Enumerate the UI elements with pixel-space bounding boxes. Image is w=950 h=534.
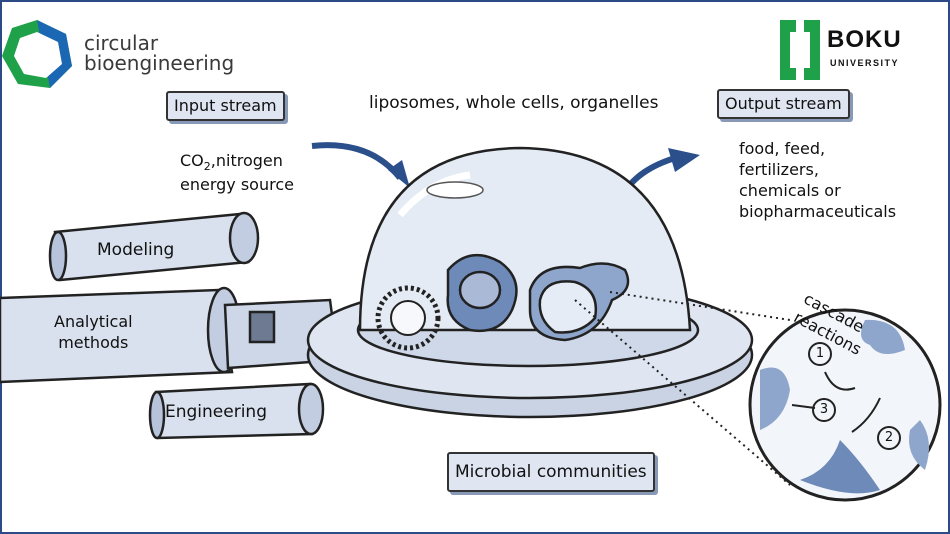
modeling-tube (48, 211, 260, 282)
analytical-tube (0, 286, 340, 384)
microbial-communities-label: Microbial communities (447, 452, 655, 492)
cascade-magnifier (748, 308, 942, 502)
input-co: CO (180, 151, 204, 170)
output-arrowhead (668, 148, 700, 172)
logo-circular-bioengineering: circular bioengineering (84, 33, 234, 73)
input-arrow-icon (311, 142, 403, 180)
boku-name: BOKU (827, 26, 902, 53)
output-item-2: fertilizers, (739, 160, 819, 179)
engineering-label: Engineering (165, 402, 267, 422)
modeling-label: Modeling (97, 240, 175, 260)
engineering-tube (148, 382, 325, 440)
step-2-badge: 2 (877, 426, 901, 450)
input-stream-label: Input stream (166, 91, 285, 121)
input-arrowhead (388, 160, 410, 188)
analytical-line-2: methods (58, 333, 129, 352)
input-co-sub: 2 (203, 160, 211, 174)
output-item-3: chemicals or (739, 181, 841, 200)
liposome-icon (375, 285, 441, 351)
boku-subtitle: UNIVERSITY (830, 58, 900, 68)
input-line-1: CO2,nitrogen (180, 150, 283, 177)
whole-cell-icon (446, 253, 518, 333)
top-center-label: liposomes, whole cells, organelles (369, 93, 659, 113)
output-item-1: food, feed, (739, 139, 826, 158)
output-item-4: biopharmaceuticals (739, 202, 897, 221)
output-list: food, feed, fertilizers, chemicals or bi… (739, 138, 896, 222)
step-3-badge: 3 (812, 398, 836, 422)
step-1-badge: 1 (808, 342, 832, 366)
input-co-rest: ,nitrogen (210, 151, 283, 170)
organelle-cell-icon (528, 262, 630, 342)
boku-bracket-icon (780, 20, 820, 80)
hexagon-logo-icon (2, 20, 72, 88)
input-line-2: energy source (180, 175, 294, 194)
analytical-line-1: Analytical (54, 312, 133, 331)
output-stream-label: Output stream (717, 89, 850, 119)
logo-line-2: bioengineering (84, 51, 235, 75)
logo-line-1: circular (84, 31, 159, 55)
analytical-methods-label: Analytical methods (54, 311, 133, 353)
